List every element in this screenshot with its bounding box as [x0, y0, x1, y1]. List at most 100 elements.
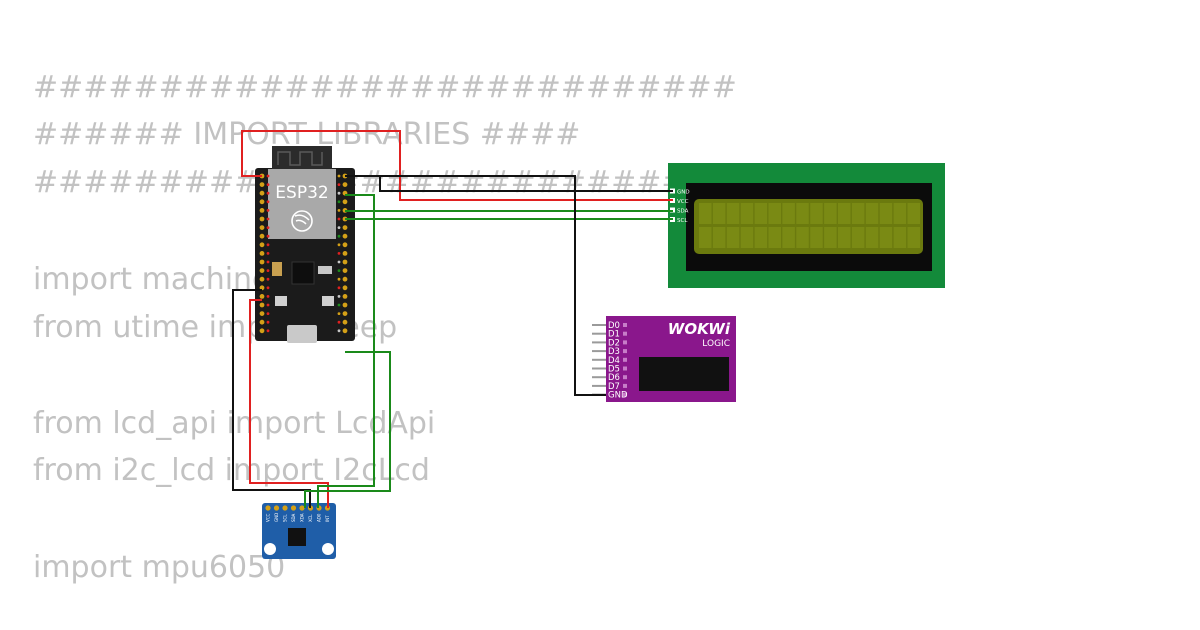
logic-pin-pad: [623, 375, 627, 380]
lcd-cell: [851, 203, 865, 224]
lcd-cell: [768, 203, 781, 224]
esp32-pin-left[interactable]: [259, 242, 265, 248]
code-line-3: ############################: [33, 165, 737, 200]
esp32-pin-right[interactable]: [342, 242, 348, 248]
esp32-board[interactable]: ESP32: [255, 146, 355, 343]
logic-pin[interactable]: [592, 332, 606, 335]
lcd-cell: [740, 227, 754, 248]
lcd-cell: [879, 227, 893, 248]
esp32-pin-right[interactable]: [342, 328, 348, 334]
esp32-pin-left[interactable]: [259, 276, 265, 282]
esp32-pin-left[interactable]: [259, 302, 265, 308]
esp32-pin-left[interactable]: [259, 233, 265, 239]
esp32-pin-left[interactable]: [259, 190, 265, 196]
logic-pin[interactable]: [592, 350, 606, 353]
mpu-pin[interactable]: [265, 505, 271, 511]
lcd-cell: [754, 227, 768, 248]
esp32-pin-right[interactable]: [342, 259, 348, 265]
esp32-pin-left[interactable]: [259, 182, 265, 188]
esp32-pin-right[interactable]: [342, 294, 348, 299]
led: [318, 266, 332, 274]
esp32-pin-right[interactable]: [342, 251, 348, 256]
logic-pin-pad: [623, 366, 627, 371]
esp32-pin-right[interactable]: [342, 319, 348, 325]
esp32-pin-left-marker: [266, 217, 270, 221]
lcd-cell: [796, 203, 809, 224]
en-button[interactable]: [322, 296, 334, 306]
lcd-cell: [838, 203, 851, 224]
esp32-pin-right-marker: [337, 191, 341, 195]
esp32-pin-right[interactable]: [342, 276, 348, 282]
logic-pin[interactable]: [592, 341, 606, 344]
lcd-cell: [699, 203, 712, 224]
esp32-pin-left[interactable]: [259, 208, 265, 213]
logic-pin-label: D2: [608, 338, 620, 348]
esp32-pin-right[interactable]: [342, 225, 348, 231]
logic-pin[interactable]: [592, 367, 606, 370]
lcd-cell: [712, 227, 726, 248]
esp32-pin-left-marker: [266, 320, 270, 324]
esp32-pin-right-marker: [337, 183, 341, 187]
boot-button[interactable]: [275, 296, 287, 306]
mpu-pin-label: VCC: [266, 513, 271, 522]
esp32-label: ESP32: [275, 183, 328, 203]
esp32-pin-right-marker: [337, 295, 341, 298]
esp32-pin-left[interactable]: [259, 216, 265, 222]
wire-lcd-gnd[interactable]: [345, 175, 673, 192]
lcd-cell: [865, 203, 879, 224]
esp32-pin-right[interactable]: [342, 199, 348, 205]
code-line-8: from lcd_api import LcdApi: [33, 406, 436, 441]
wire-mpu-gnd[interactable]: [232, 289, 311, 508]
code-line-1: ############################: [33, 70, 737, 105]
esp32-pin-left-marker: [266, 183, 270, 187]
logic-pin-label: D5: [608, 365, 620, 375]
esp32-pin-right-marker: [337, 269, 341, 272]
wire-mpu-sda[interactable]: [304, 351, 391, 508]
logic-pin-pad: [623, 323, 627, 327]
code-line-5: import machine: [33, 262, 271, 297]
esp32-pin-left[interactable]: [259, 268, 265, 273]
wire-logic-gnd[interactable]: [350, 175, 606, 396]
esp32-pin-right[interactable]: [342, 311, 348, 316]
mpu-pin[interactable]: [290, 505, 297, 511]
esp32-pin-right-marker: [337, 312, 341, 315]
logic-pin-label: GND: [608, 391, 628, 401]
esp32-pin-right[interactable]: [342, 268, 348, 273]
esp32-pin-left[interactable]: [259, 311, 265, 316]
esp32-pin-left[interactable]: [259, 294, 265, 299]
esp32-pin-right[interactable]: [342, 182, 348, 188]
lcd-cell: [754, 203, 768, 224]
mpu-pin[interactable]: [299, 505, 305, 511]
esp32-pin-left[interactable]: [259, 251, 265, 256]
logic-pin[interactable]: [592, 376, 606, 379]
esp32-pin-left[interactable]: [259, 328, 265, 334]
lcd-cell: [907, 203, 920, 224]
logic-brand: WOKWi: [668, 320, 731, 338]
mpu-mount-hole-right: [322, 543, 334, 555]
lcd-cell: [838, 227, 851, 248]
esp32-pin-left[interactable]: [259, 259, 265, 265]
esp32-pin-right[interactable]: [342, 285, 348, 291]
wire-mpu-scl[interactable]: [317, 194, 375, 508]
mpu-pin[interactable]: [282, 505, 288, 511]
logic-pin[interactable]: [592, 324, 606, 326]
esp32-pin-right-marker: [337, 174, 341, 178]
esp32-pin-right-marker: [337, 200, 341, 204]
wire-lcd-vcc[interactable]: [241, 130, 673, 201]
esp32-pin-left[interactable]: [259, 319, 265, 325]
esp32-pin-right[interactable]: [342, 302, 348, 308]
logic-pin[interactable]: [592, 384, 606, 387]
esp32-pin-left[interactable]: [259, 225, 265, 231]
code-line-9: from i2c_lcd import I2cLcd: [33, 453, 430, 488]
esp32-pin-left[interactable]: [259, 199, 265, 205]
logic-pin[interactable]: [592, 358, 606, 361]
esp32-pin-right[interactable]: [342, 233, 348, 239]
lcd-cell: [893, 227, 907, 248]
mpu-pin[interactable]: [273, 505, 280, 511]
logic-pin-pad: [623, 392, 627, 397]
